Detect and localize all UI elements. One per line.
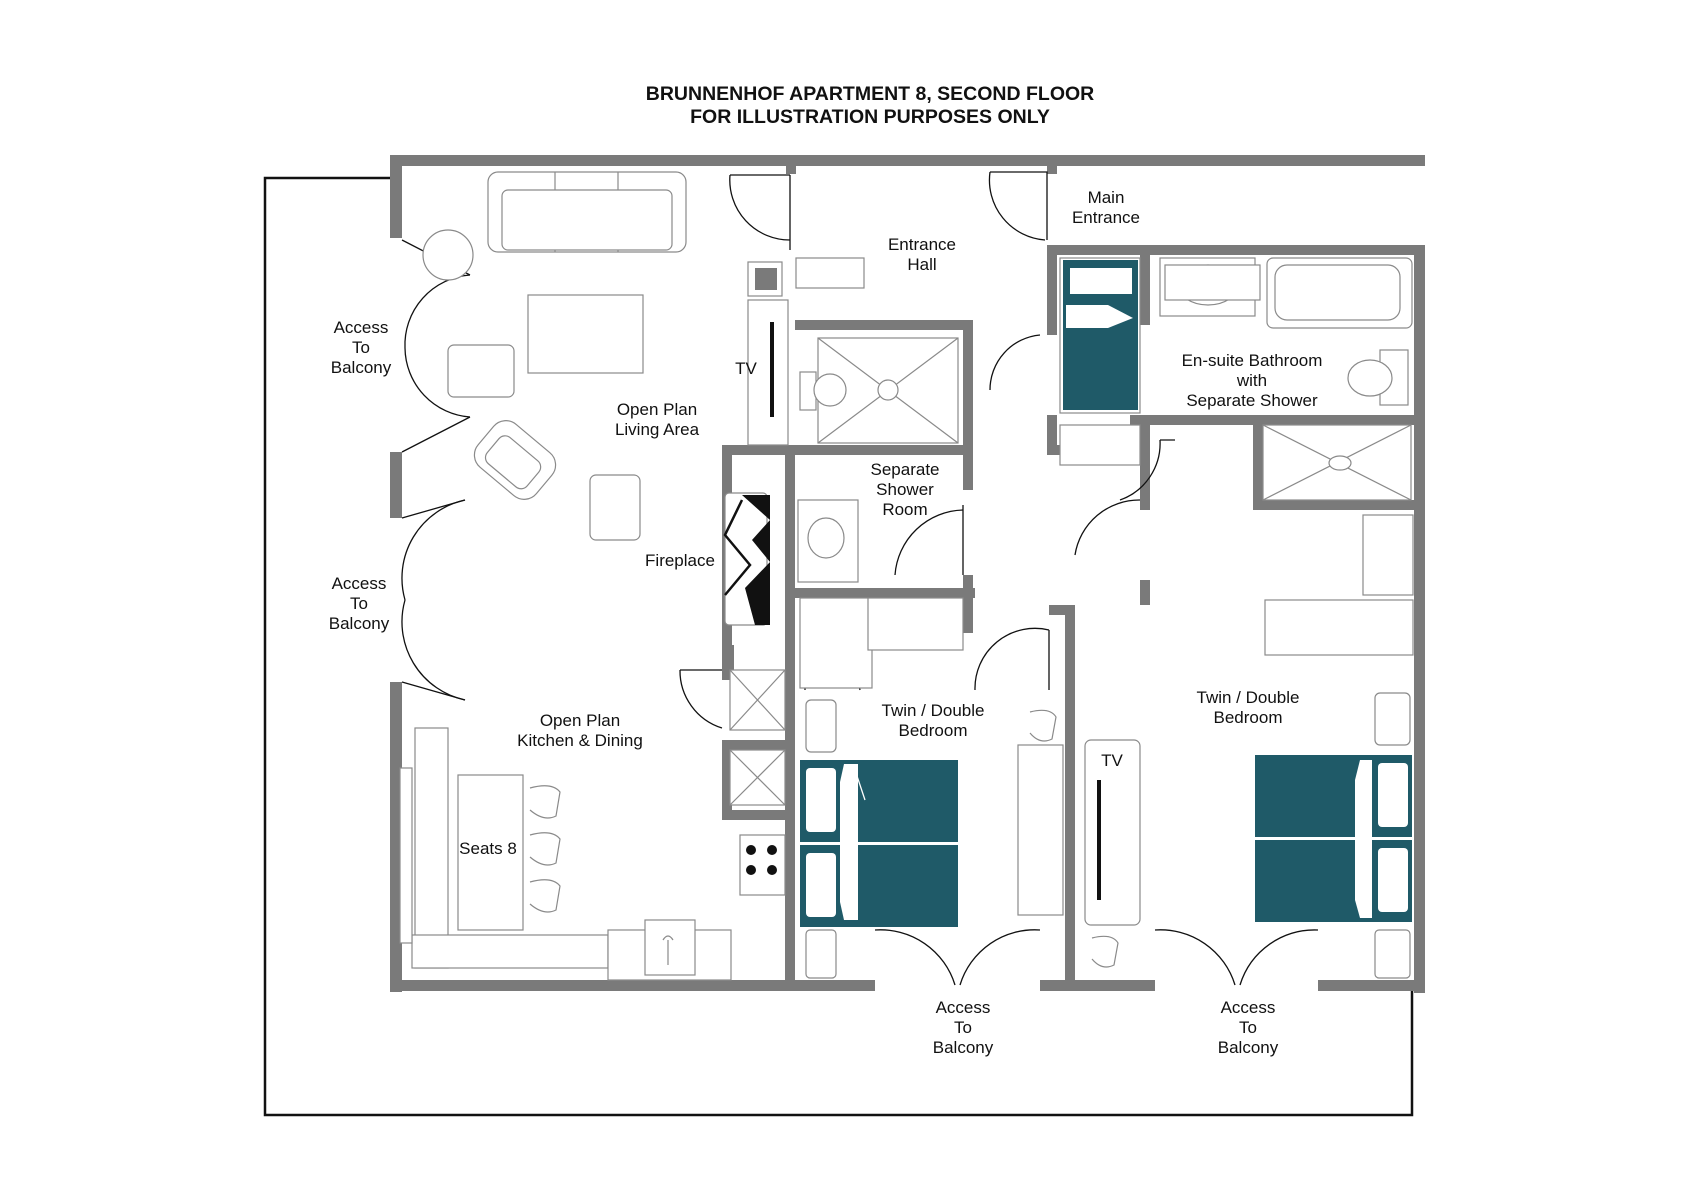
label-kitchen-2: Kitchen & Dining [517,731,643,750]
plan-title-line2: FOR ILLUSTRATION PURPOSES ONLY [690,106,1050,128]
label-tv-living: TV [735,359,757,378]
walls [390,155,1425,993]
plan-title-line1: BRUNNENHOF APARTMENT 8, SECOND FLOOR [646,83,1095,105]
label-bedroom-1-1: Twin / Double [882,701,985,720]
label-living-2: Living Area [615,420,700,439]
closet-furniture [1059,257,1414,656]
label-bedroom-1-2: Bedroom [899,721,968,740]
label-balcony-south-2-3: Balcony [1218,1038,1279,1057]
label-shower-room-3: Room [882,500,927,519]
label-balcony-west-upper-1: Access [334,318,389,337]
label-balcony-south-1-3: Balcony [933,1038,994,1057]
label-tv-bedroom: TV [1101,751,1123,770]
label-ensuite-2: with [1236,371,1267,390]
label-balcony-south-2-1: Access [1221,998,1276,1017]
label-entrance-hall-2: Hall [907,255,936,274]
label-bedroom-2-2: Bedroom [1214,708,1283,727]
label-balcony-west-lower-3: Balcony [329,614,390,633]
balcony-labels: Access To Balcony Access To Balcony Acce… [329,318,1279,1057]
bedroom-2-furniture [1084,692,1412,979]
label-balcony-west-lower-1: Access [332,574,387,593]
label-ensuite-3: Separate Shower [1186,391,1318,410]
balcony-outline [263,176,1414,1117]
label-shower-room-2: Shower [876,480,934,499]
label-balcony-south-2-2: To [1239,1018,1257,1037]
label-balcony-west-upper-3: Balcony [331,358,392,377]
label-entrance-hall-1: Entrance [888,235,956,254]
label-fireplace: Fireplace [645,551,715,570]
label-balcony-south-1-2: To [954,1018,972,1037]
label-seats: Seats 8 [459,839,517,858]
label-ensuite-1: En-suite Bathroom [1182,351,1323,370]
label-balcony-west-lower-2: To [350,594,368,613]
room-labels: Open Plan Living Area Open Plan Kitchen … [459,188,1322,858]
label-balcony-west-upper-2: To [352,338,370,357]
label-bedroom-2-1: Twin / Double [1197,688,1300,707]
bedroom-1-furniture [799,597,1064,979]
label-main-entrance-2: Entrance [1072,208,1140,227]
living-furniture [422,171,789,626]
label-shower-room-1: Separate [871,460,940,479]
label-kitchen-1: Open Plan [540,711,620,730]
label-living-1: Open Plan [617,400,697,419]
bathroom-fixtures [795,257,1413,583]
label-main-entrance-1: Main [1088,188,1125,207]
label-balcony-south-1-1: Access [936,998,991,1017]
kitchen-furniture [399,669,786,981]
